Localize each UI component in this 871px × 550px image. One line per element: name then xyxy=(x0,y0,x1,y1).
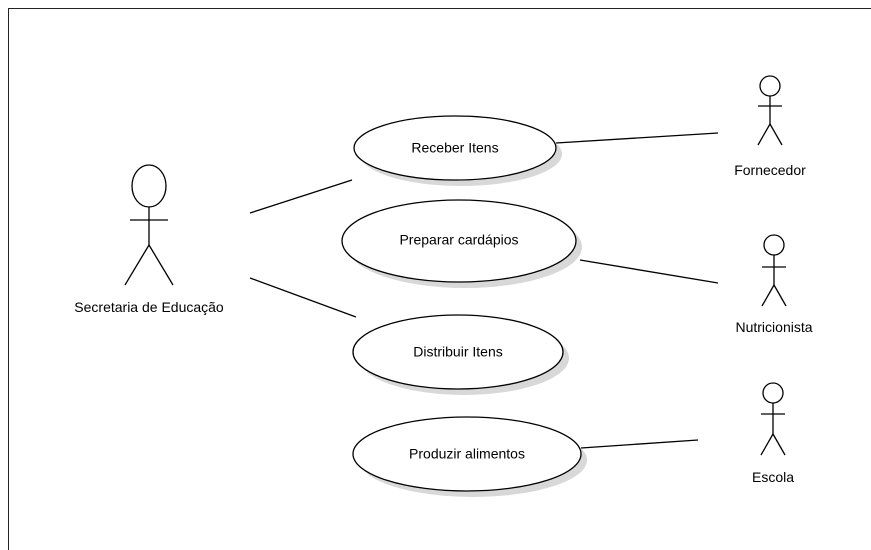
actor-label: Secretaria de Educação xyxy=(74,299,224,315)
use-case-label: Distribuir Itens xyxy=(413,344,502,360)
actor-right-leg xyxy=(772,433,786,456)
use-case-ellipse xyxy=(352,416,582,492)
use-case-label: Preparar cardápios xyxy=(399,232,518,248)
actor-label: Nutricionista xyxy=(735,319,812,335)
use-case-label: Receber Itens xyxy=(411,140,498,156)
actor-left-leg xyxy=(124,244,150,286)
actor-right-leg xyxy=(148,244,174,286)
actor-left-leg xyxy=(760,433,774,456)
use-case-ellipse xyxy=(353,115,557,181)
use-case-produzir-alimentos[interactable]: Produzir alimentos xyxy=(352,416,587,497)
actor-left-leg xyxy=(757,123,771,146)
use-case-distribuir-itens[interactable]: Distribuir Itens xyxy=(352,314,569,395)
use-case-ellipse xyxy=(352,314,564,390)
actor-head xyxy=(131,164,167,208)
actor-head xyxy=(763,234,785,256)
actor-label: Fornecedor xyxy=(734,162,806,178)
actor-right-leg xyxy=(773,284,787,307)
use-case-receber-itens[interactable]: Receber Itens xyxy=(353,115,562,186)
association-secretaria-receber xyxy=(249,179,353,214)
association-secretaria-distribuir xyxy=(249,277,357,318)
use-case-ellipse xyxy=(341,199,577,283)
actor-label: Escola xyxy=(752,469,794,485)
actor-fornecedor[interactable]: Fornecedor xyxy=(734,75,806,178)
actor-nutricionista[interactable]: Nutricionista xyxy=(735,234,813,335)
association-produzir-escola xyxy=(580,439,699,449)
association-receber-fornecedor xyxy=(555,132,719,144)
actor-right-leg xyxy=(769,123,783,146)
association-preparar-nutricionista xyxy=(579,259,719,284)
actor-left-leg xyxy=(761,284,775,307)
use-case-label: Produzir alimentos xyxy=(409,446,525,462)
actor-escola[interactable]: Escola xyxy=(752,382,794,485)
actor-head xyxy=(759,75,781,97)
actor-head xyxy=(762,382,784,404)
actor-secretaria-de-educacao[interactable]: Secretaria de Educação xyxy=(74,164,224,315)
use-case-preparar-cardapios[interactable]: Preparar cardápios xyxy=(341,199,582,288)
